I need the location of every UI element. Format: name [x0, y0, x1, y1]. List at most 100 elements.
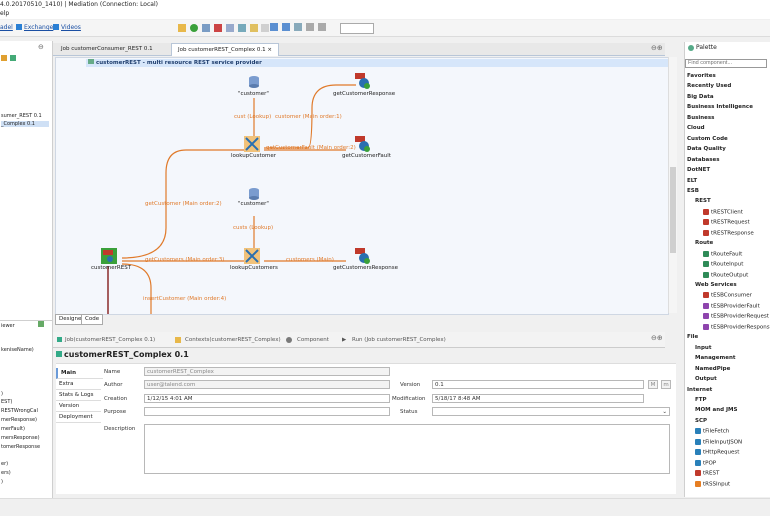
vtab-main[interactable]: Main — [56, 368, 103, 379]
undo-icon[interactable] — [305, 23, 314, 31]
outline-item[interactable]: ) — [1, 391, 3, 397]
edit-icon[interactable] — [249, 24, 258, 32]
rest-request-node[interactable] — [101, 248, 119, 264]
palette-category[interactable]: Management — [695, 355, 736, 361]
palette-category[interactable]: Web Services — [695, 282, 737, 288]
outline-item[interactable]: ers) — [1, 470, 11, 476]
link-exchange[interactable]: Exchange — [24, 24, 54, 31]
outline-item[interactable]: merFault) — [1, 426, 25, 432]
tab-component[interactable]: Component — [297, 337, 329, 343]
palette-category[interactable]: Cloud — [687, 125, 705, 131]
palette-category[interactable]: File — [687, 334, 698, 340]
palette-component[interactable]: tESBConsumer — [703, 292, 752, 299]
palette-component[interactable]: tFileFetch — [695, 428, 729, 435]
author-field[interactable]: user@talend.com — [144, 380, 390, 389]
palette-component[interactable]: tESBProviderRespons — [703, 323, 770, 330]
outline-item[interactable]: RESTWrongCal — [1, 408, 38, 414]
zoom-icon[interactable] — [270, 23, 278, 31]
name-field[interactable]: customerREST_Complex — [144, 367, 390, 376]
vtab-version[interactable]: Version — [56, 401, 101, 412]
palette-component[interactable]: tRouteOutput — [703, 271, 748, 278]
menu-help[interactable]: elp — [0, 9, 770, 19]
panel-window-icons[interactable]: ⊖⊕ — [651, 334, 663, 342]
palette-category[interactable]: ELT — [687, 178, 697, 184]
subjob-title[interactable]: customerREST - multi resource REST servi… — [86, 59, 671, 67]
tab-run[interactable]: Run (Job customerREST_Complex) — [352, 337, 446, 343]
edge-label[interactable]: insertCustomer (Main order:4) — [143, 296, 227, 302]
scrollbar-thumb[interactable] — [670, 167, 676, 253]
outline-item[interactable]: ) — [1, 479, 3, 485]
palette-component[interactable]: tRESTRequest — [703, 219, 750, 226]
palette-component[interactable]: tFileInputJSON — [695, 438, 742, 445]
outline-item[interactable]: merResponse) — [1, 417, 37, 423]
palette-category[interactable]: FTP — [695, 397, 707, 403]
palette-category[interactable]: SCP — [695, 418, 707, 424]
rest-response-node-2[interactable] — [355, 248, 373, 264]
edge-label[interactable]: cust (Lookup) — [234, 114, 272, 120]
stop-icon[interactable] — [213, 24, 222, 32]
palette-category[interactable]: Internet — [687, 387, 712, 393]
vtab-extra[interactable]: Extra — [56, 379, 101, 390]
filter-icon[interactable] — [10, 55, 16, 61]
palette-component[interactable]: tRSSInput — [695, 480, 730, 487]
palette-component[interactable]: tPOP — [695, 459, 716, 466]
modification-field[interactable]: 5/18/17 8:48 AM — [432, 394, 644, 403]
edge-label[interactable]: getCustomer (Main order:2) — [145, 201, 222, 207]
status-select[interactable]: ⌄ — [432, 407, 670, 416]
import-icon[interactable] — [237, 24, 246, 32]
debug-icon[interactable] — [201, 24, 210, 32]
rest-response-node[interactable] — [355, 73, 373, 89]
repo-item-selected[interactable]: _Complex 0.1 — [1, 121, 49, 127]
tab-complex[interactable]: Job customerREST_Complex 0.1 × — [171, 43, 280, 56]
palette-category[interactable]: ESB — [687, 188, 699, 194]
palette-component[interactable]: tRouteFault — [703, 250, 742, 257]
palette-category[interactable]: Big Data — [687, 94, 714, 100]
palette-category[interactable]: MOM and JMS — [695, 407, 738, 413]
edge-label[interactable]: getCustomers (Main order:3) — [145, 257, 225, 263]
zoom-select[interactable] — [340, 23, 374, 34]
version-field[interactable]: 0.1 — [432, 380, 644, 389]
outline-item[interactable]: er) — [1, 461, 9, 467]
redo-icon[interactable] — [317, 23, 326, 31]
purpose-field[interactable] — [144, 407, 390, 416]
outline-item[interactable]: EST) — [1, 399, 13, 405]
palette-search-input[interactable] — [685, 59, 767, 68]
play-icon[interactable] — [189, 24, 198, 32]
palette-component[interactable]: tHttpRequest — [695, 449, 739, 456]
save-icon[interactable] — [293, 23, 302, 31]
canvas-scrollbar[interactable] — [668, 57, 677, 313]
palette-category[interactable]: Business — [687, 115, 714, 121]
close-icon[interactable]: × — [267, 47, 273, 53]
link-videos[interactable]: Videos — [61, 24, 81, 31]
palette-component[interactable]: tRESTClient — [703, 208, 743, 215]
outline-icon[interactable] — [38, 321, 44, 327]
version-minor-button[interactable]: m — [661, 380, 671, 389]
palette-category[interactable]: Data Quality — [687, 146, 726, 152]
refresh-icon[interactable] — [261, 24, 270, 32]
palette-category[interactable]: Recently Used — [687, 83, 731, 89]
vtab-deployment[interactable]: Deployment — [56, 412, 101, 423]
palette-category[interactable]: DotNET — [687, 167, 710, 173]
edge-label[interactable]: customers (Main) — [286, 257, 334, 263]
palette-category[interactable]: Input — [695, 345, 711, 351]
db-node-customer2[interactable] — [247, 187, 265, 201]
repo-item[interactable]: sumer_REST 0.1 — [1, 113, 42, 119]
palette-category[interactable]: Route — [695, 240, 713, 246]
outline-item[interactable]: keniseName) — [1, 347, 34, 353]
vtab-stats-logs[interactable]: Stats & Logs — [56, 390, 101, 401]
edge-label[interactable]: getCustomerFault (Main order:2) — [266, 145, 356, 151]
creation-field[interactable]: 1/12/15 4:01 AM — [144, 394, 390, 403]
outline-item[interactable]: mersResponse) — [1, 435, 40, 441]
edge-label[interactable]: customer (Main order:1) — [275, 114, 342, 120]
tab-contexts[interactable]: Contexts(customerREST_Complex) — [185, 337, 281, 343]
xmap-node-lookupcustomers[interactable] — [244, 248, 262, 264]
minimize-icon[interactable]: ⊖ — [38, 43, 44, 51]
palette-component[interactable]: tESBProviderFault — [703, 302, 760, 309]
palette-category[interactable]: Output — [695, 376, 717, 382]
rest-fault-node[interactable] — [355, 136, 373, 152]
palette-tab[interactable]: Palette — [688, 42, 728, 54]
palette-category[interactable]: Custom Code — [687, 136, 728, 142]
palette-component[interactable]: tREST — [695, 470, 719, 477]
maximize-icon[interactable]: ⊖⊕ — [651, 44, 663, 52]
palette-category[interactable]: NamedPipe — [695, 366, 730, 372]
